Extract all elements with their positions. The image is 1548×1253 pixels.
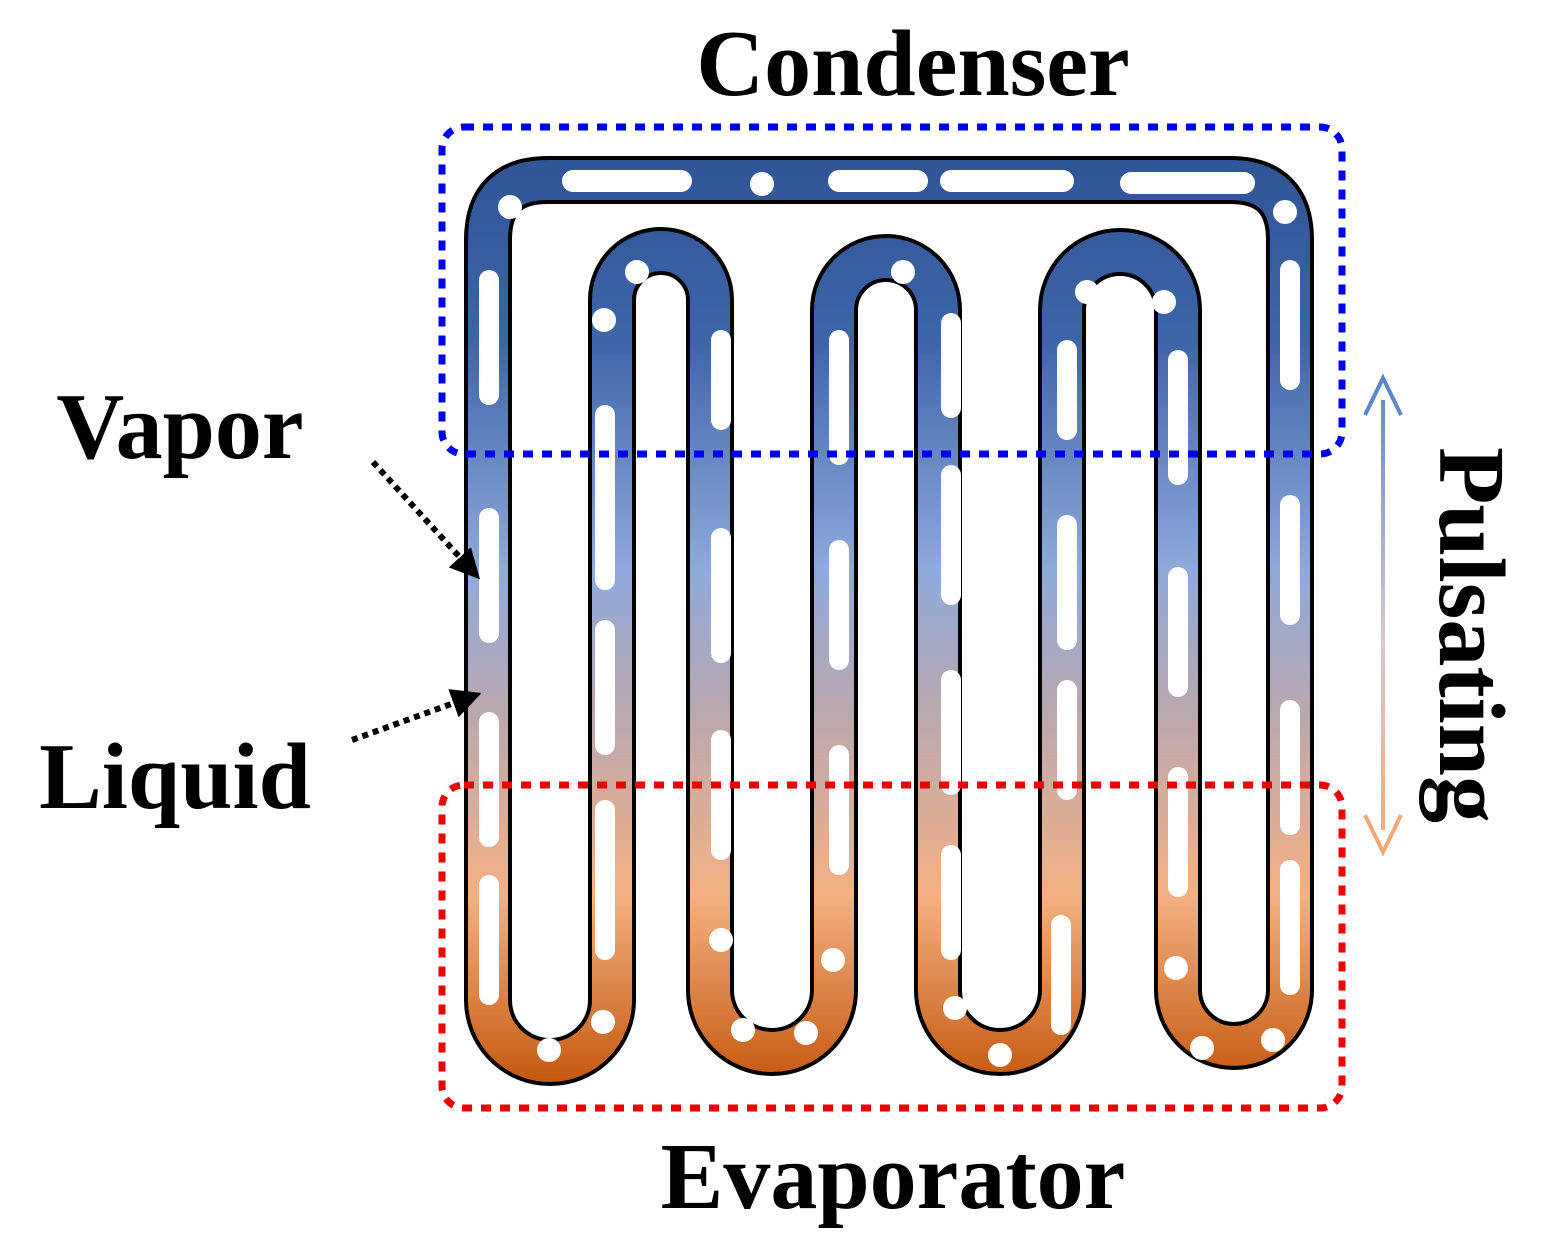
vapor-slug [1280,700,1300,835]
vapor-bubble [943,996,967,1020]
vapor-bubble [1190,1036,1214,1060]
vapor-slug [595,405,615,590]
vapor-slug [1168,767,1188,897]
vapor-slug [829,745,849,875]
evaporator-region-box [438,781,1346,1112]
vapor-bubble [1164,956,1188,980]
vapor-pointer-arrow [370,459,481,580]
vapor-slug [1057,515,1077,650]
vapor-slug [1120,172,1255,194]
vapor-bubble [988,1043,1012,1067]
vapor-bubble [1152,290,1176,314]
vapor-bubble [750,172,774,196]
vapor-bubble [625,260,649,284]
vapor-slug [829,330,849,465]
evaporator-label: Evaporator [661,1125,1126,1229]
vapor-bubble [1075,280,1099,304]
vapor-slug [941,845,961,960]
vapor-bubble [891,260,915,284]
vapor-bubble [709,928,733,952]
vapor-slug [479,508,499,643]
vapor-bubble [498,195,522,219]
vapor-slug [711,528,731,663]
vapor-slug [1051,915,1071,1035]
vapor-slug [828,170,928,192]
vapor-bubble [731,1018,755,1042]
vapor-bubble [591,1010,615,1034]
vapor-bubble [1261,1028,1285,1052]
vapor-slug [1168,350,1188,485]
vapor-slug [1057,340,1077,440]
vapor-slug [829,540,849,670]
vapor-slug [479,875,499,1005]
vapor-slug [941,313,961,418]
liquid-pointer-arrow [350,689,482,743]
vapor-slug [1057,680,1077,800]
vapor-slug [711,730,731,860]
vapor-slug [479,712,499,847]
vapor-slug [595,620,615,755]
vapor-slug [1280,495,1300,625]
vapor-bubble [794,1021,818,1045]
vapor-bubble [537,1038,561,1062]
vapor-slug [941,670,961,795]
vapor-slug [1280,860,1300,995]
vapor-label: Vapor [56,375,303,479]
vapor-bubble [1273,200,1297,224]
vapor-slug [1168,567,1188,697]
vapor-bubble [592,308,616,332]
vapor-bubble [821,948,845,972]
condenser-label: Condenser [696,12,1129,116]
vapor-slug [479,270,499,405]
vapor-slug [595,800,615,960]
pulsating-arrow [1363,373,1403,857]
vapor-slug [711,330,731,430]
vapor-slug [940,170,1074,192]
pulsating-label: Pulsating [1419,447,1523,823]
condenser-region-box [438,123,1346,458]
liquid-label: Liquid [39,725,311,829]
vapor-slug [1280,260,1300,390]
vapor-slug [941,465,961,605]
vapor-slug [562,170,692,192]
